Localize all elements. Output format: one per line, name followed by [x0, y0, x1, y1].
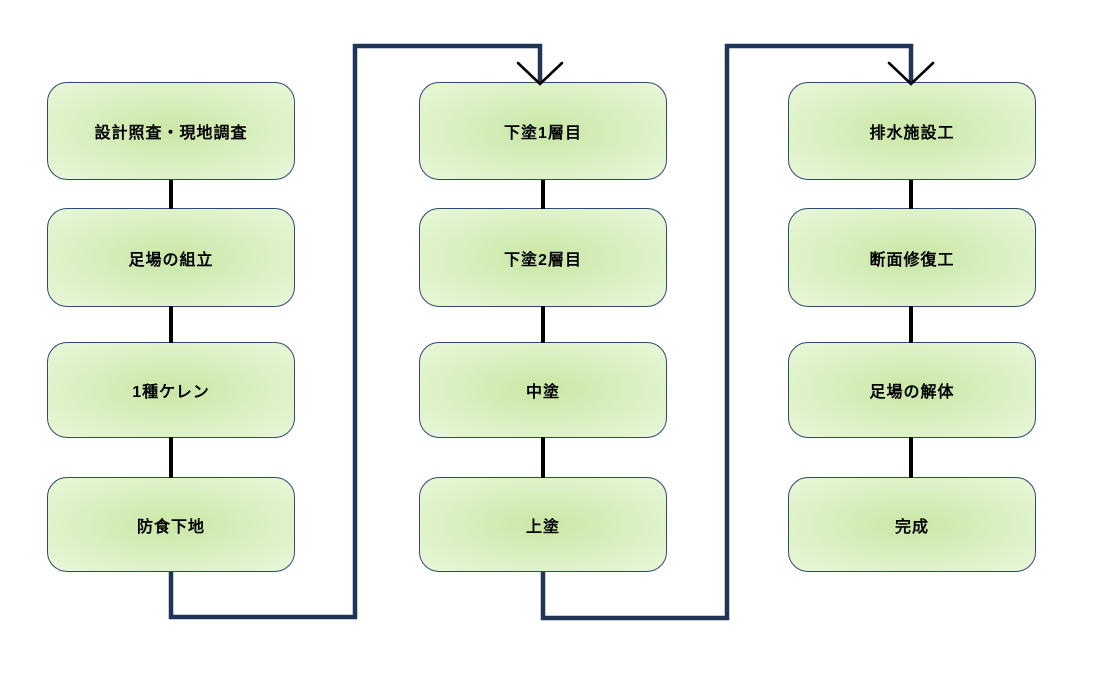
flow-step-box: 防食下地	[47, 477, 295, 572]
flow-step-box: 下塗1層目	[419, 82, 667, 180]
flow-step-box: 設計照査・現地調査	[47, 82, 295, 180]
flow-step-box: 足場の組立	[47, 208, 295, 307]
flow-step-label: 排水施設工	[869, 125, 955, 142]
flow-step-label: 中塗	[525, 384, 560, 401]
flow-step-box: 下塗2層目	[419, 208, 667, 307]
arrowhead-icon	[887, 61, 935, 86]
arrowhead-icon	[516, 61, 564, 86]
flow-step-box: 完成	[788, 477, 1036, 572]
flow-step-label: 設計照査・現地調査	[94, 125, 248, 142]
flow-step-box: 足場の解体	[788, 342, 1036, 438]
flow-step-box: 1種ケレン	[47, 342, 295, 438]
flow-step-label: 1種ケレン	[132, 384, 210, 401]
flow-step-box: 上塗	[419, 477, 667, 572]
flow-step-label: 足場の組立	[128, 251, 214, 269]
flow-step-label: 下塗2層目	[504, 251, 582, 269]
flow-step-label: 防食下地	[136, 518, 205, 536]
flow-step-label: 上塗	[525, 518, 560, 536]
flow-step-box: 断面修復工	[788, 208, 1036, 307]
flow-step-label: 断面修復工	[869, 251, 955, 269]
flow-step-label: 足場の解体	[869, 384, 955, 401]
flow-step-label: 完成	[894, 518, 929, 536]
flow-step-label: 下塗1層目	[504, 125, 582, 142]
flow-step-box: 排水施設工	[788, 82, 1036, 180]
flow-step-box: 中塗	[419, 342, 667, 438]
